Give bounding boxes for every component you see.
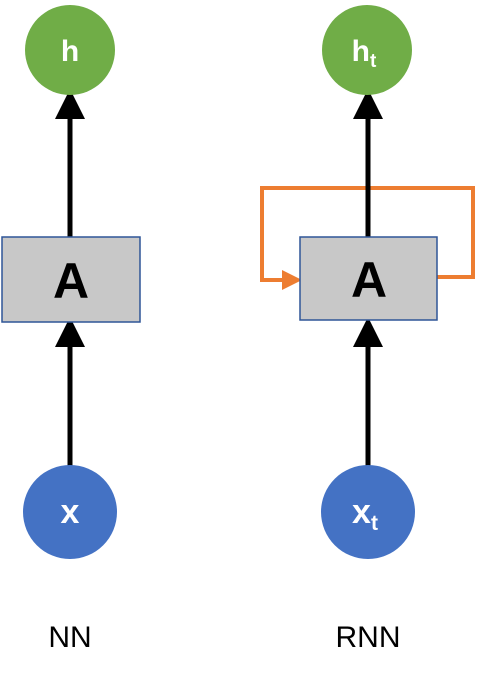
nn-input-base: x xyxy=(61,493,80,531)
nn-input-label: x xyxy=(61,493,80,531)
nn-output-node xyxy=(25,5,115,95)
rnn-diagram: ht A xt RNN xyxy=(260,5,475,654)
rnn-output-base: h xyxy=(352,35,370,68)
rnn-cell-label: A xyxy=(351,252,387,308)
nn-output-base: h xyxy=(61,35,79,68)
rnn-output-subscript: t xyxy=(370,51,377,72)
rnn-input-label: xt xyxy=(352,493,378,535)
nn-output-label: h xyxy=(61,35,79,68)
rnn-input-base: x xyxy=(352,493,371,531)
nn-diagram: h A x NN xyxy=(1,5,141,654)
nn-caption: NN xyxy=(48,621,91,654)
rnn-input-node xyxy=(321,465,415,559)
rnn-input-subscript: t xyxy=(371,512,378,535)
nn-cell-box xyxy=(1,236,141,323)
rnn-output-label: ht xyxy=(352,35,377,72)
rnn-cell-box xyxy=(299,236,438,321)
rnn-output-node xyxy=(322,5,412,95)
nn-cell-label: A xyxy=(53,253,89,309)
rnn-caption: RNN xyxy=(336,621,401,654)
nn-input-node xyxy=(23,465,117,559)
